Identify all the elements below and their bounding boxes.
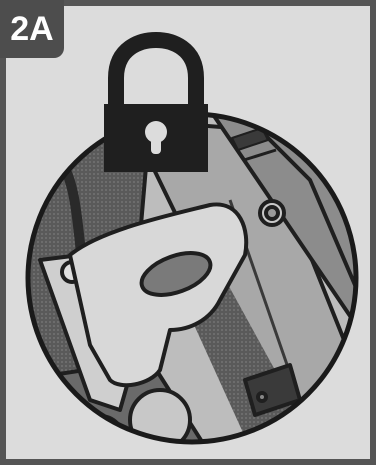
padlock-locked-icon <box>104 40 208 172</box>
step-number-badge: 2A <box>0 0 64 58</box>
